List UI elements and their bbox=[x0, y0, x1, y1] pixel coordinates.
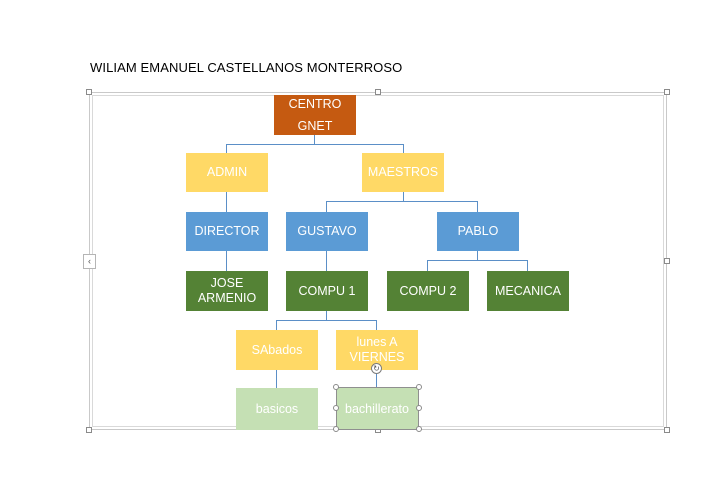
connector bbox=[226, 144, 227, 153]
connector bbox=[376, 320, 377, 330]
node-sabados[interactable]: SAbados bbox=[236, 330, 318, 370]
connector bbox=[226, 144, 404, 145]
node-admin[interactable]: ADMIN bbox=[186, 153, 268, 192]
connector bbox=[276, 320, 277, 330]
frame-handle-bottom-right[interactable] bbox=[664, 427, 670, 433]
shape-handle-top-right[interactable] bbox=[416, 384, 422, 390]
node-label: GUSTAVO bbox=[297, 224, 357, 238]
connector bbox=[477, 251, 478, 260]
frame-handle-top-left[interactable] bbox=[86, 89, 92, 95]
connector bbox=[527, 260, 528, 271]
node-label: GNET bbox=[297, 119, 333, 133]
node-label: MECANICA bbox=[495, 283, 561, 298]
node-label: basicos bbox=[255, 401, 299, 416]
shape-handle-middle-left[interactable] bbox=[333, 405, 339, 411]
frame-handle-top-center[interactable] bbox=[375, 89, 381, 95]
node-label: lunes A bbox=[356, 335, 398, 349]
node-label: COMPU 1 bbox=[298, 283, 356, 298]
frame-handle-bottom-left[interactable] bbox=[86, 427, 92, 433]
node-label: JOSE bbox=[210, 276, 244, 290]
connector bbox=[326, 251, 327, 271]
shape-handle-middle-right[interactable] bbox=[416, 405, 422, 411]
document-title: WILIAM EMANUEL CASTELLANOS MONTERROSO bbox=[90, 60, 403, 75]
node-gustavo[interactable]: GUSTAVO bbox=[286, 212, 368, 251]
node-bachillerato[interactable]: bachillerato bbox=[336, 388, 418, 430]
node-basicos[interactable]: basicos bbox=[236, 388, 318, 430]
node-label: MAESTROS bbox=[367, 165, 439, 179]
node-label: SAbados bbox=[251, 342, 303, 357]
shape-handle-top-left[interactable] bbox=[333, 384, 339, 390]
connector bbox=[326, 201, 478, 202]
node-label: CENTRO bbox=[288, 97, 342, 111]
node-compu-1[interactable]: COMPU 1 bbox=[286, 271, 368, 311]
node-label: VIERNES bbox=[349, 350, 405, 364]
text-pane-toggle[interactable]: ‹ bbox=[83, 254, 96, 269]
connector bbox=[427, 260, 428, 271]
node-pablo[interactable]: PABLO bbox=[437, 212, 519, 251]
node-centro-gnet[interactable]: CENTRO GNET bbox=[274, 95, 356, 135]
node-director[interactable]: DIRECTOR bbox=[186, 212, 268, 251]
node-label: COMPU 2 bbox=[399, 283, 457, 298]
connector bbox=[477, 201, 478, 212]
node-label: ARMENIO bbox=[197, 291, 257, 305]
shape-handle-bottom-left[interactable] bbox=[333, 426, 339, 432]
node-jose-armenio[interactable]: JOSE ARMENIO bbox=[186, 271, 268, 311]
node-compu-2[interactable]: COMPU 2 bbox=[387, 271, 469, 311]
connector bbox=[376, 370, 377, 388]
connector bbox=[403, 144, 404, 153]
shape-handle-bottom-right[interactable] bbox=[416, 426, 422, 432]
selection-border bbox=[336, 387, 419, 430]
node-label: bachillerato bbox=[345, 401, 409, 416]
node-label: PABLO bbox=[457, 224, 499, 238]
connector bbox=[403, 192, 404, 201]
connector bbox=[314, 135, 315, 144]
connector bbox=[276, 370, 277, 388]
connector bbox=[326, 311, 327, 320]
connector bbox=[226, 192, 227, 212]
rotate-handle-icon[interactable]: ↻ bbox=[371, 363, 382, 374]
node-mecanica[interactable]: MECANICA bbox=[487, 271, 569, 311]
node-label: ADMIN bbox=[206, 165, 248, 179]
node-maestros[interactable]: MAESTROS bbox=[362, 153, 444, 192]
connector bbox=[276, 320, 377, 321]
node-label: DIRECTOR bbox=[194, 224, 260, 238]
connector bbox=[226, 251, 227, 271]
node-lunes-a-viernes[interactable]: lunes A VIERNES bbox=[336, 330, 418, 370]
connector bbox=[427, 260, 528, 261]
frame-handle-middle-right[interactable] bbox=[664, 258, 670, 264]
frame-handle-top-right[interactable] bbox=[664, 89, 670, 95]
connector bbox=[326, 201, 327, 212]
chevron-left-icon: ‹ bbox=[88, 256, 91, 266]
